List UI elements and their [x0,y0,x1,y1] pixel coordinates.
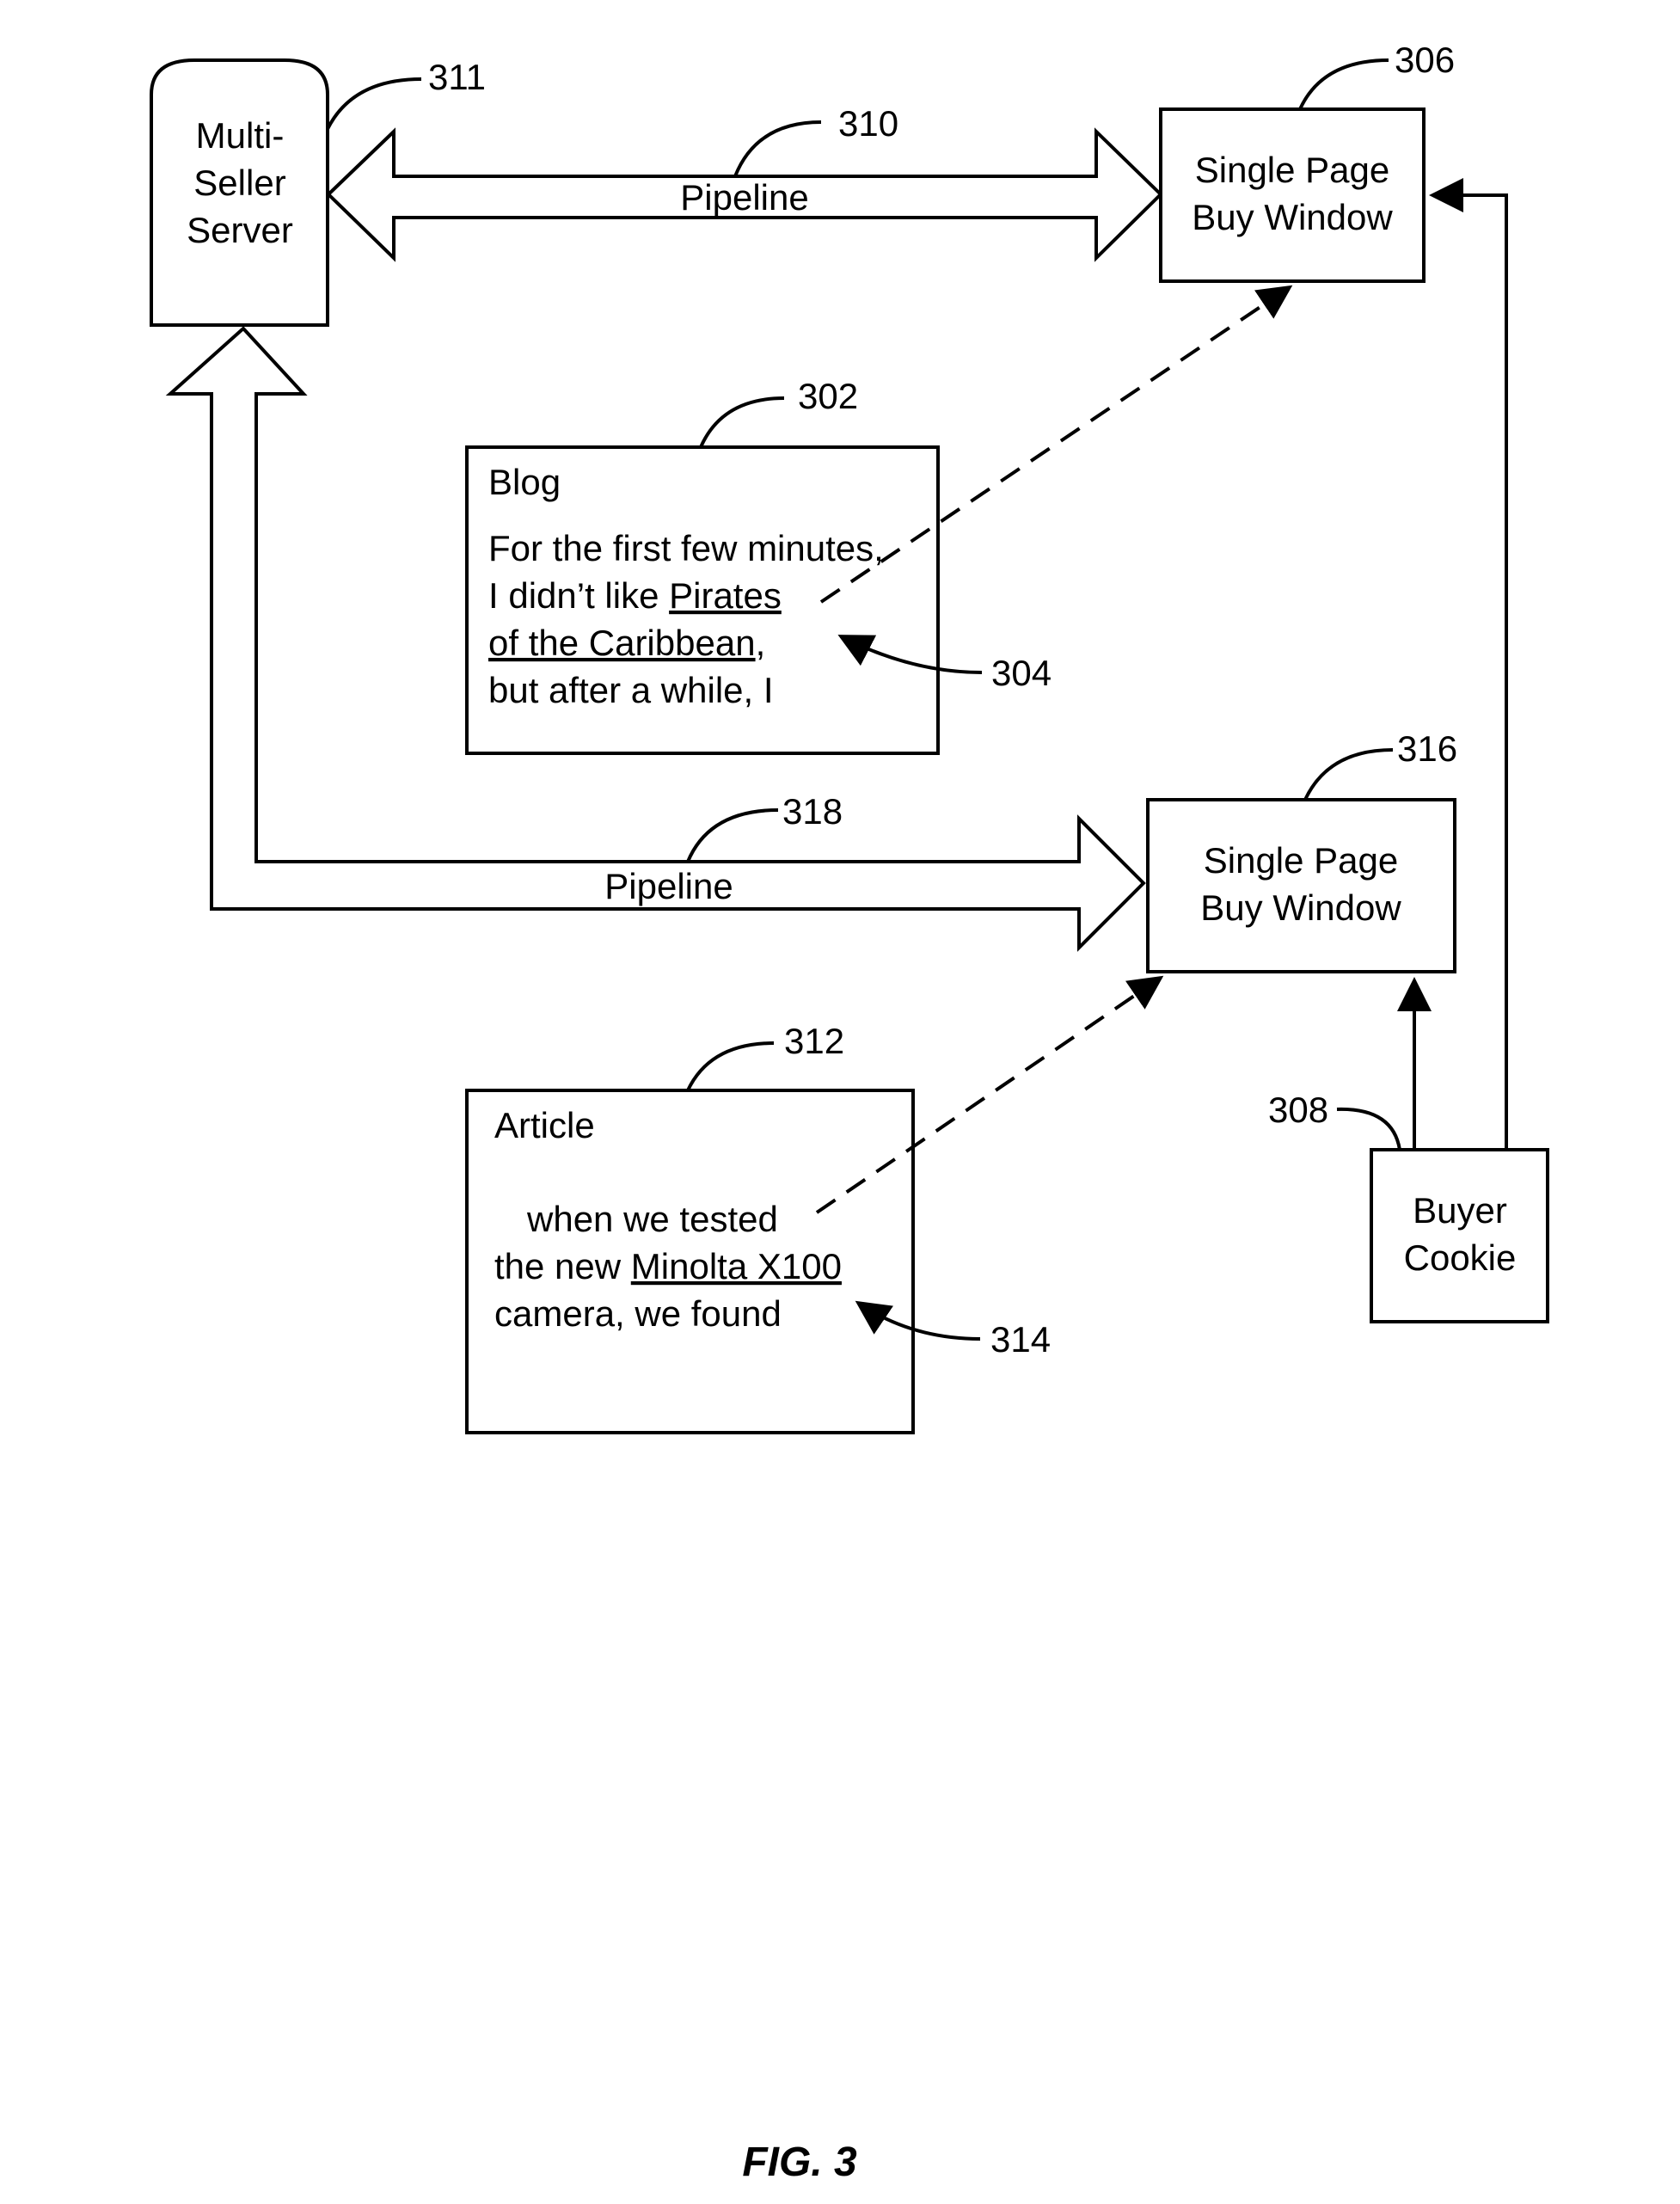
article-box: Article when we tested the new Minolta X… [467,1090,913,1433]
cookie-ref: 308 [1268,1090,1328,1130]
cookie-line2: Cookie [1404,1237,1517,1278]
blog-to-buy-window-dashed [821,287,1290,602]
server-label-line1: Multi- [196,115,285,156]
article-ref: 312 [784,1021,844,1061]
multi-seller-server: Multi- Seller Server [151,60,328,325]
buy-window-top-line2: Buy Window [1192,197,1393,237]
buy-window-bottom-line2: Buy Window [1200,887,1401,928]
blog-title: Blog [488,462,561,502]
buy-window-top-line1: Single Page [1195,150,1390,190]
cookie-ref-leader [1337,1109,1400,1150]
blog-box: Blog For the first few minutes, I didn’t… [467,447,938,753]
buy-window-top: Single Page Buy Window [1161,109,1424,281]
buy-window-top-ref: 306 [1395,40,1455,80]
pipeline-bottom-ref: 318 [782,791,843,832]
article-ref-leader [688,1043,774,1090]
blog-ref: 302 [798,376,858,416]
buy-window-bottom: Single Page Buy Window [1148,800,1455,972]
article-text-line3: camera, we found [494,1293,782,1334]
pipeline-top-ref-leader [735,122,821,176]
server-ref: 311 [428,57,486,97]
cookie-line1: Buyer [1413,1190,1507,1231]
pipeline-top-ref: 310 [838,103,898,144]
buy-window-bottom-line1: Single Page [1204,840,1399,881]
pipeline-top-label: Pipeline [680,177,808,218]
blog-text-line3: of the Caribbean, [488,623,765,663]
article-text-line2: the new Minolta X100 [494,1246,842,1286]
blog-text-line1: For the first few minutes, [488,528,884,568]
cookie-to-buy-window-top-arrow [1432,195,1506,1150]
buy-window-top-ref-leader [1300,60,1389,109]
article-title: Article [494,1105,595,1145]
blog-text-line2: I didn’t like Pirates [488,575,782,616]
article-link-ref: 314 [990,1319,1051,1360]
figure-caption: FIG. 3 [742,2140,857,2185]
server-label-line2: Seller [193,163,285,203]
buy-window-bottom-ref-leader [1305,750,1393,800]
blog-link-pirates[interactable]: Pirates [669,575,782,616]
blog-link-ref: 304 [991,653,1052,693]
article-link-minolta[interactable]: Minolta X100 [631,1246,842,1286]
server-label-line3: Server [187,210,293,250]
pipeline-bottom-label: Pipeline [604,866,733,906]
buyer-cookie: Buyer Cookie [1371,1150,1548,1322]
pipeline-bottom-ref-leader [688,810,778,862]
server-ref-leader [328,79,421,129]
article-text-line1: when we tested [526,1199,778,1239]
buy-window-bottom-ref: 316 [1397,728,1457,769]
blog-text-line4: but after a while, I [488,670,774,710]
blog-link-caribbean[interactable]: of the Caribbean [488,623,756,663]
blog-ref-leader [701,398,784,447]
